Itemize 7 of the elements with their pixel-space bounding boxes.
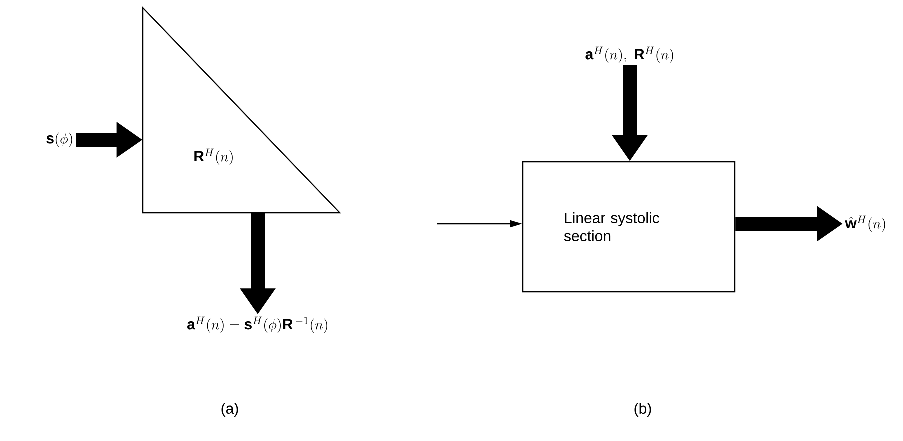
signal-label: $\mathbf{s}(\phi)$: [46, 132, 72, 148]
panel-label: (a): [222, 403, 238, 417]
signal-label: $\mathbf{a}^{H}(n),\ \mathbf{R}^{H}(n)$: [586, 46, 674, 64]
panel-label: (b): [634, 403, 652, 417]
signal-label: $\mathbf{a}^{H}(n) = \mathbf{s}^{H}(\phi)\mathbf{R}^{\,-1}(n)$: [188, 316, 328, 334]
signal-label: $\hat{\mathbf{w}}^{H}(n)$: [845, 216, 886, 232]
process-box: Linear systolic section: [522, 161, 736, 293]
